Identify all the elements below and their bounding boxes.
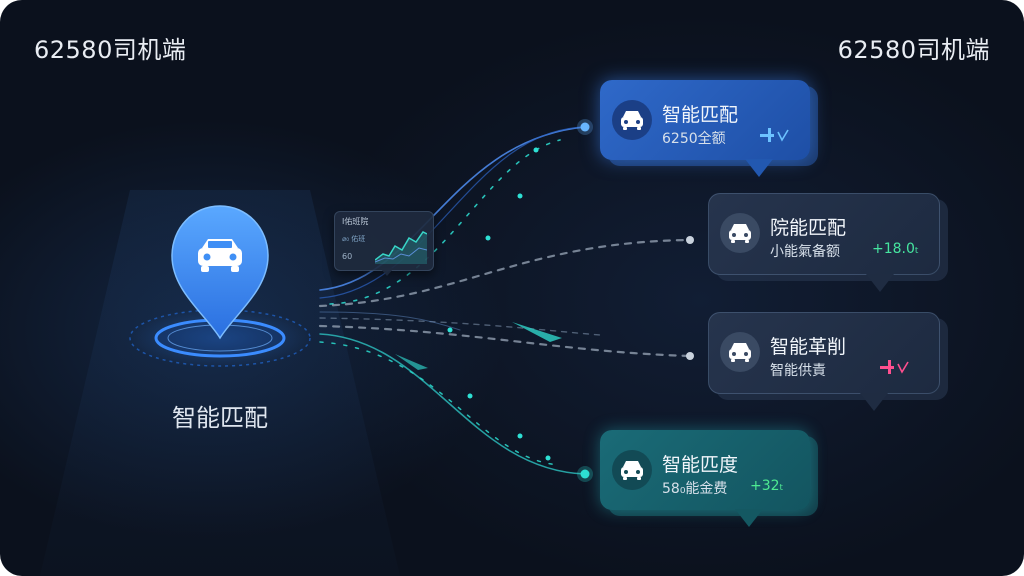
- card-tail: [735, 509, 763, 527]
- line-chart-icon: [375, 231, 427, 264]
- app-title-right: 62580司机端: [837, 36, 990, 64]
- mini-chart-value: 60: [342, 252, 353, 261]
- car-icon: [612, 450, 652, 490]
- location-pin-icon: [171, 205, 269, 340]
- car-icon: [612, 100, 652, 140]
- route-lines: [318, 126, 692, 475]
- card-tail: [866, 274, 894, 292]
- mini-chart-popover: Ⅰ佑班院 ⌀₀ 佑班 60: [334, 211, 434, 271]
- car-icon: [720, 332, 760, 372]
- mini-chart-title: Ⅰ佑班院: [342, 217, 369, 226]
- mini-chart-tail: [380, 268, 394, 276]
- card-subtitle: 58₀能金费: [662, 481, 728, 497]
- card-title: 智能匹配: [662, 104, 739, 126]
- route-nodes: [447, 119, 694, 482]
- card-subtitle: 6250全额: [662, 131, 726, 147]
- pin-label: 智能匹配: [172, 404, 268, 432]
- card-tail: [860, 393, 888, 411]
- trend-mark-icon: [760, 128, 789, 142]
- match-card-3[interactable]: 智能革削 智能供責: [708, 312, 948, 411]
- match-card-4[interactable]: 智能匹度 58₀能金费 +32ₜ: [600, 430, 818, 527]
- match-card-2[interactable]: 院能匹配 小能氣备额 +18.0ₜ: [708, 193, 948, 292]
- card-title: 院能匹配: [770, 217, 847, 239]
- car-icon: [720, 213, 760, 253]
- app-title-left: 62580司机端: [34, 36, 187, 64]
- card-title: 智能匹度: [662, 454, 739, 476]
- match-card-1[interactable]: 智能匹配 6250全额: [600, 80, 818, 177]
- card-tail: [745, 159, 773, 177]
- mini-chart-subtitle: ⌀₀ 佑班: [342, 235, 366, 243]
- card-subtitle: 智能供責: [770, 363, 826, 379]
- trend-mark-icon: [880, 360, 909, 374]
- card-value: +32ₜ: [750, 478, 784, 494]
- card-subtitle: 小能氣备额: [770, 244, 840, 260]
- card-title: 智能革削: [770, 336, 847, 358]
- direction-arrow-icons: [395, 322, 562, 370]
- card-value: +18.0ₜ: [872, 241, 920, 257]
- pin-car-icon: [198, 239, 242, 272]
